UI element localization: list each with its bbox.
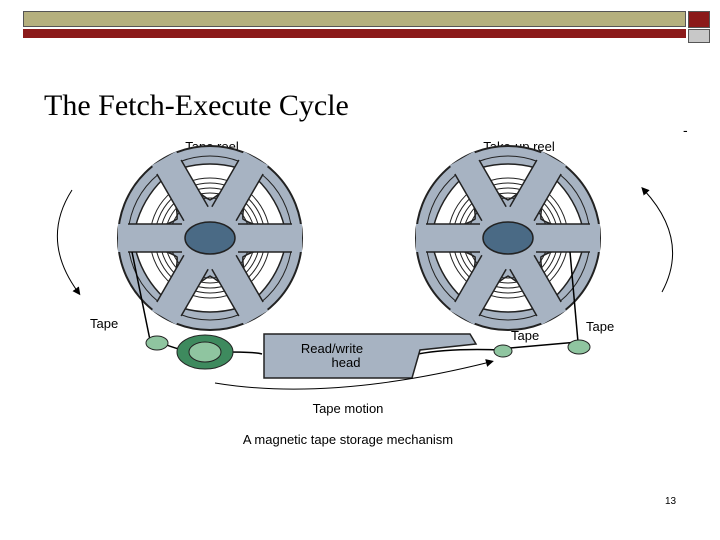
tape-motion-label: Tape motion	[313, 401, 384, 416]
header-red-bar	[23, 29, 686, 38]
header-olive-bar	[23, 11, 686, 27]
tape-label-middle: Tape	[511, 328, 539, 343]
tape-label-left: Tape	[90, 316, 118, 331]
tape-label-right: Tape	[586, 319, 614, 334]
figure-caption: A magnetic tape storage mechanism	[243, 432, 453, 447]
tape-reel	[117, 145, 303, 331]
stray-dash: -	[683, 122, 688, 138]
head-label-line2: head	[332, 355, 361, 370]
tape-guide-right	[567, 339, 591, 355]
tape-guide-left	[145, 335, 169, 351]
slide-header-bar	[23, 11, 710, 43]
rotation-arrow-right	[641, 187, 674, 293]
takeup-reel	[415, 145, 601, 331]
tape-guide-middle	[493, 344, 513, 358]
capstan-inner	[188, 341, 222, 363]
header-grey-square	[688, 29, 710, 43]
page-number: 13	[665, 496, 677, 507]
head-label-line1: Read/write	[301, 341, 363, 356]
slide-title: The Fetch-Execute Cycle	[44, 89, 349, 122]
read-write-head	[263, 333, 478, 379]
header-red-square	[688, 11, 710, 28]
tape-motion-arrow	[214, 359, 494, 390]
rotation-arrow-left	[56, 189, 81, 296]
